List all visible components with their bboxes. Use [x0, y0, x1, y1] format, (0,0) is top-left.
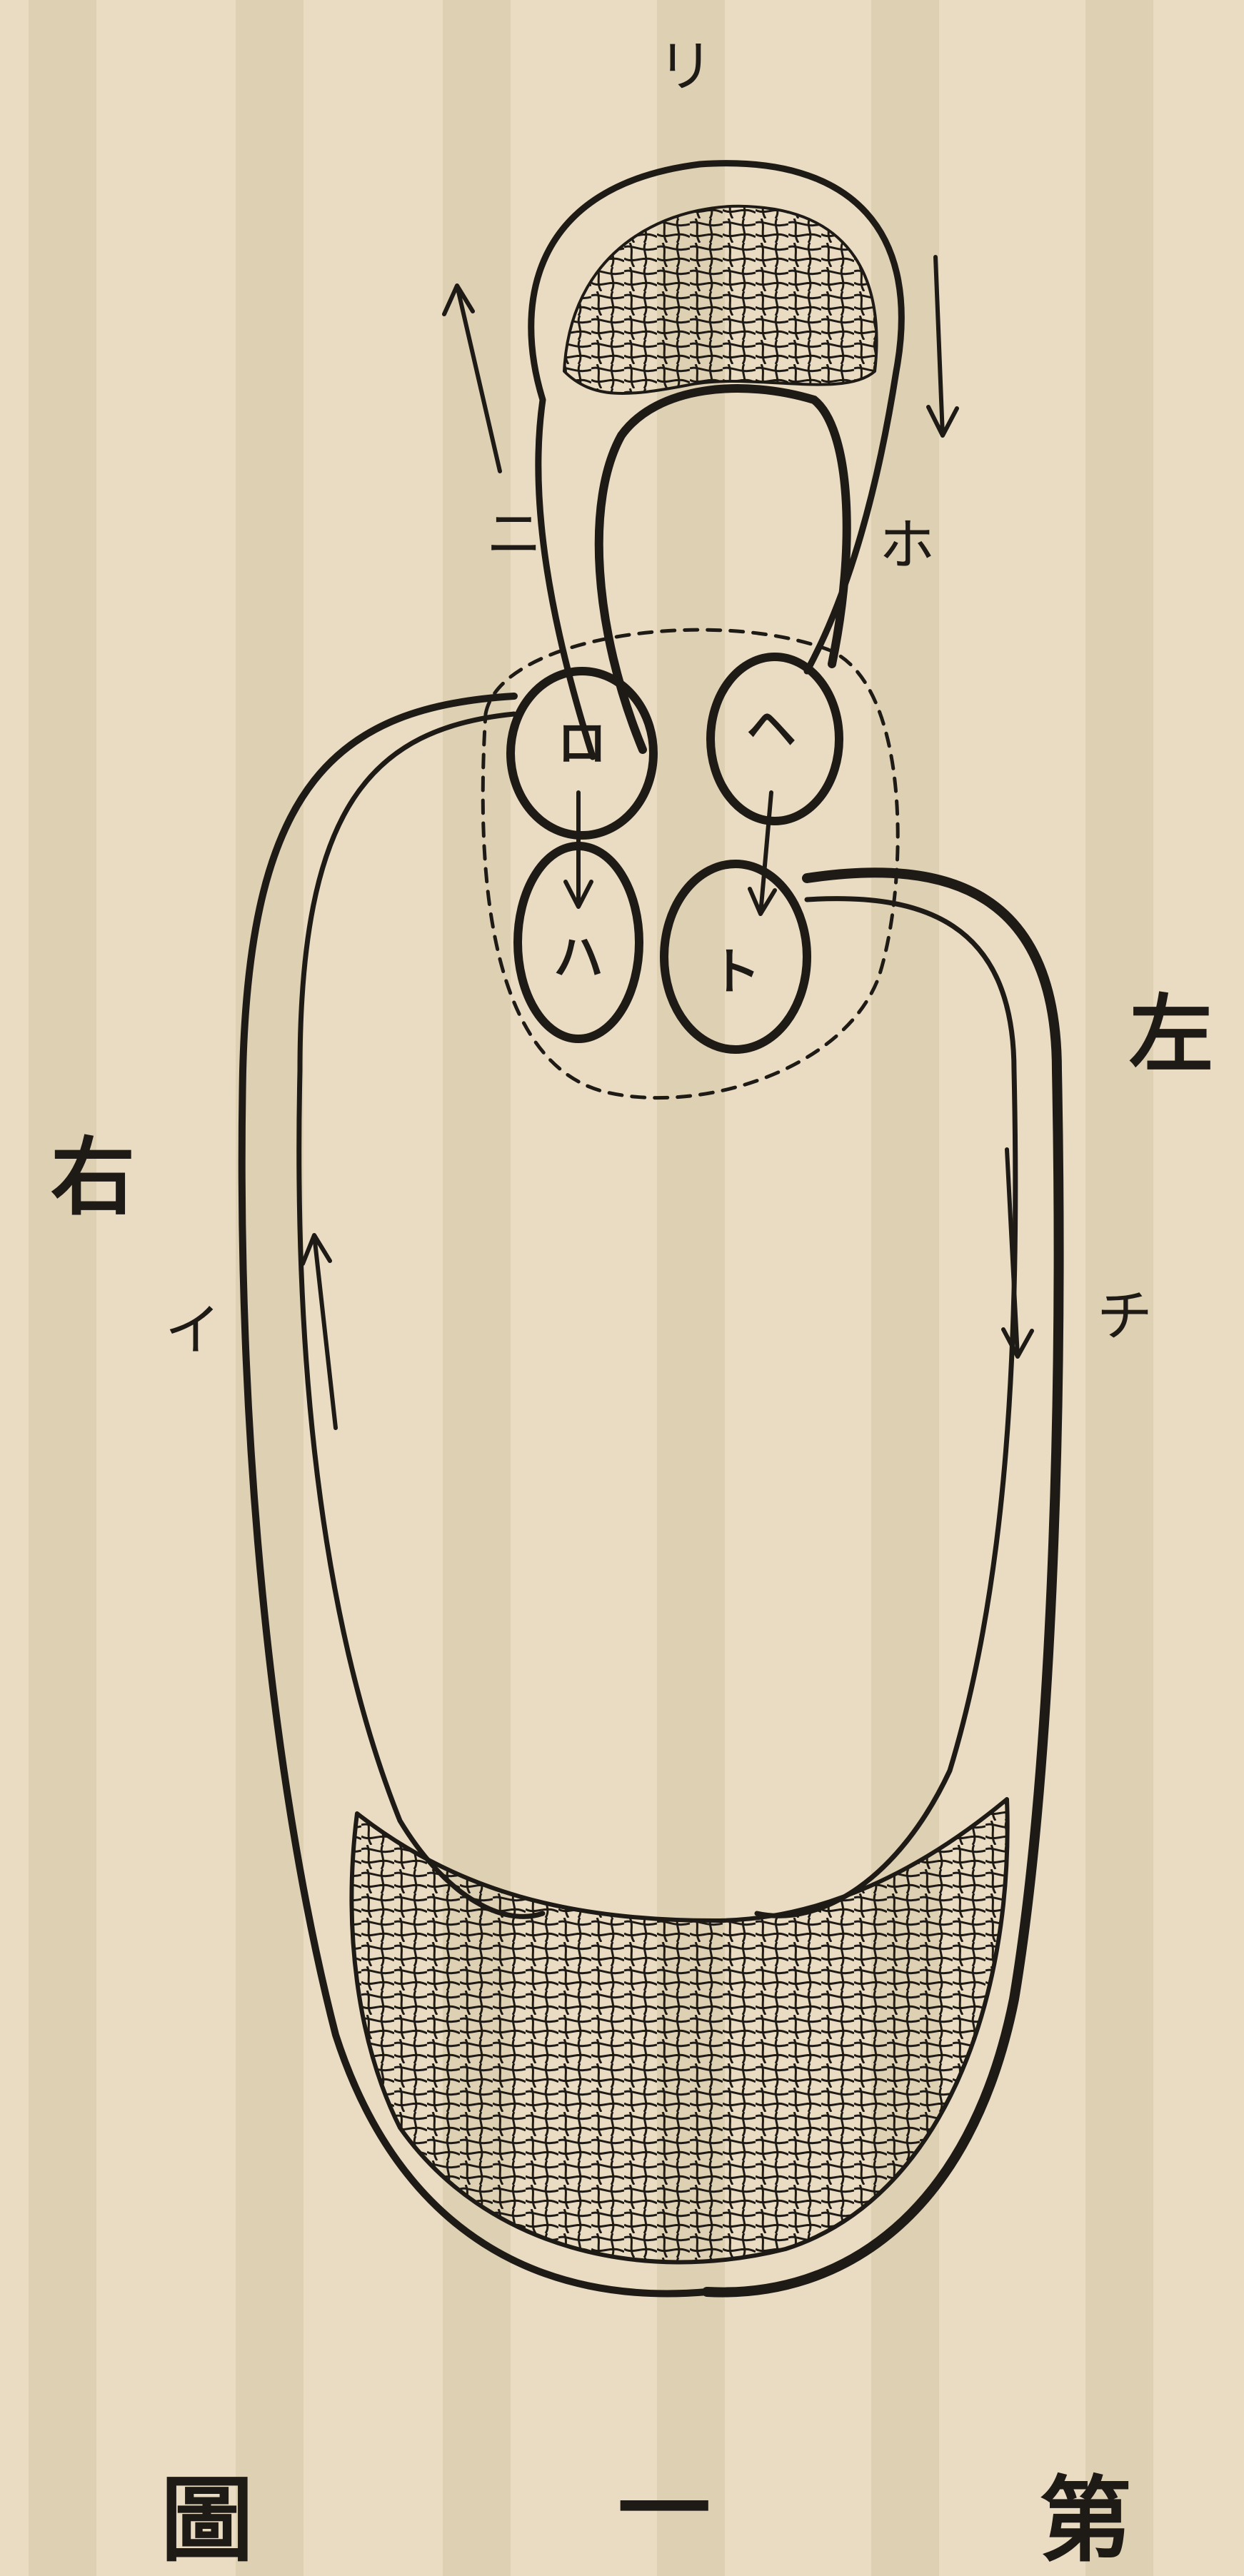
label-right-side: 右 — [51, 1127, 135, 1227]
caption-char-ichi: 一 — [618, 2455, 711, 2564]
label-ro: ロ — [557, 713, 607, 773]
lung-capillary-mesh — [564, 206, 877, 393]
label-chi: チ — [1097, 1284, 1153, 1349]
label-left-side: 左 — [1129, 985, 1213, 1084]
label-i: イ — [165, 1299, 221, 1363]
label-to: ト — [711, 942, 761, 1001]
caption-char-dai: 第 — [1039, 2465, 1132, 2575]
label-ha: ハ — [553, 927, 603, 987]
label-he: ヘ — [746, 699, 796, 758]
flow-arrow-he-down — [750, 793, 775, 914]
label-ri: リ — [658, 35, 713, 99]
label-ho: ホ — [879, 513, 935, 578]
label-ni: ニ — [486, 503, 542, 567]
caption-char-zu: 圖 — [161, 2465, 254, 2575]
